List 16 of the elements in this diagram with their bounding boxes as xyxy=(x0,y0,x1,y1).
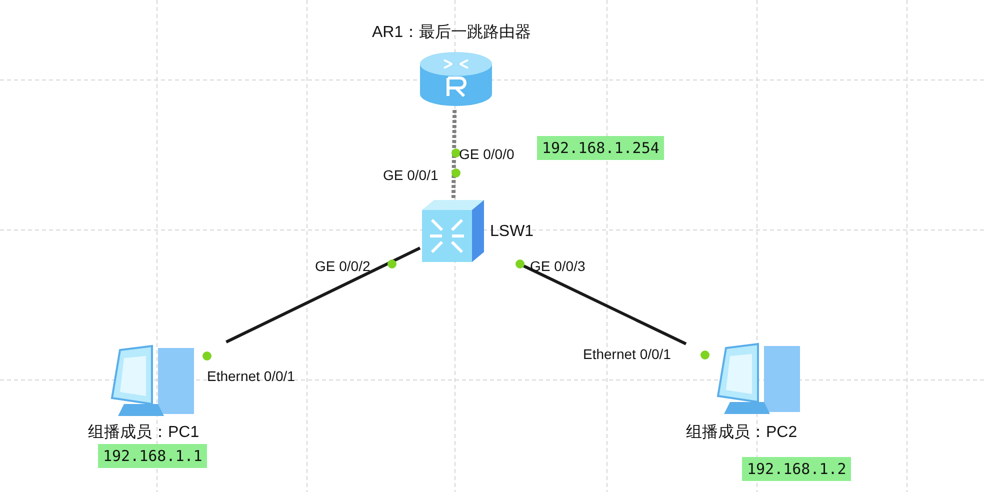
network-link xyxy=(226,246,421,344)
ip-address-tag: 192.168.1.2 xyxy=(742,457,852,481)
port-label: GE 0/0/3 xyxy=(530,258,586,274)
device-label: 组播成员：PC1 xyxy=(88,422,200,443)
port-label: GE 0/0/1 xyxy=(383,167,438,183)
port-label: GE 0/0/2 xyxy=(315,258,370,274)
network-link xyxy=(523,264,687,346)
port-label: Ethernet 0/0/1 xyxy=(207,368,295,384)
device-label: 组播成员：PC2 xyxy=(686,422,798,443)
device-label: LSW1 xyxy=(490,223,534,241)
device-label: AR1：最后一跳路由器 xyxy=(372,22,532,43)
port-label: Ethernet 0/0/1 xyxy=(583,346,671,362)
network-link xyxy=(451,110,457,198)
ip-address-tag: 192.168.1.1 xyxy=(98,444,208,468)
port-label: GE 0/0/0 xyxy=(459,146,514,162)
ip-address-tag: 192.168.1.254 xyxy=(537,136,664,160)
